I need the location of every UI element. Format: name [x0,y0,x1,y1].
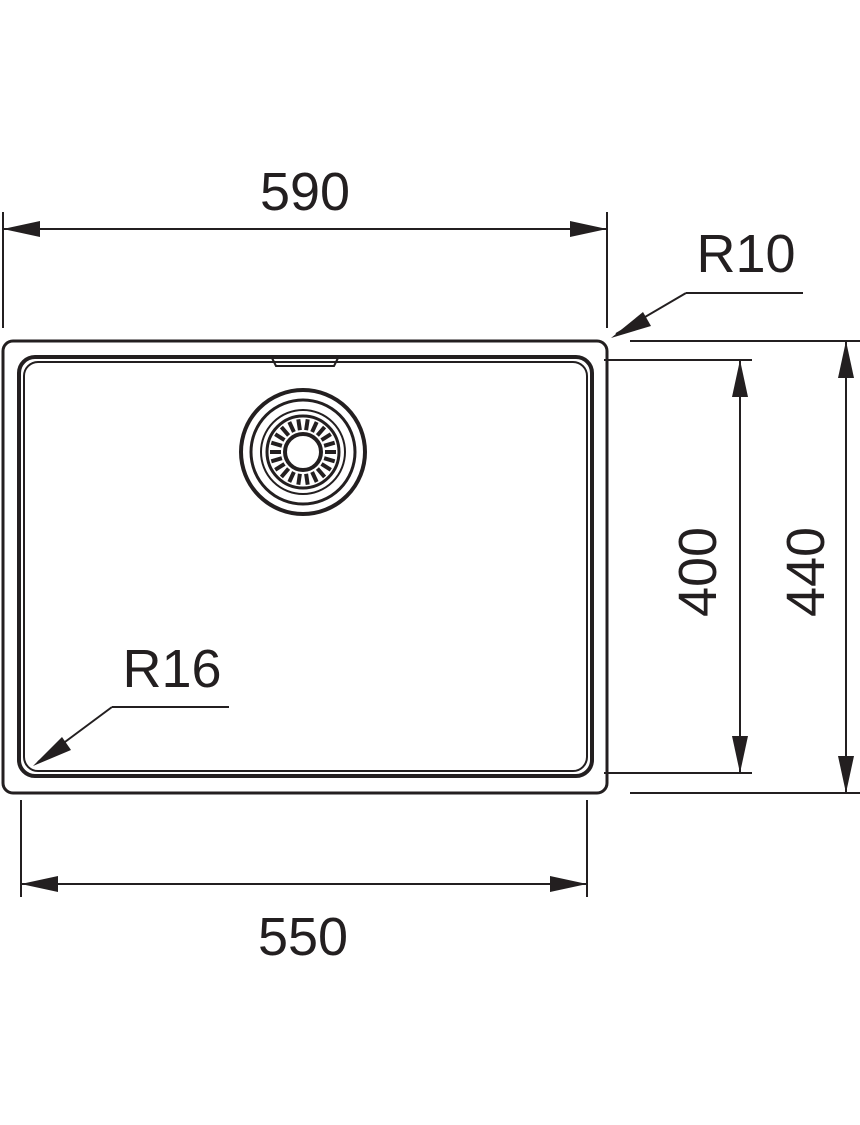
arrowhead-top [838,341,854,378]
bowl-depth-label: 400 [668,527,728,617]
overall-depth-label: 440 [776,527,836,617]
drain-hole [270,456,283,464]
drain-outer-ring [239,388,367,516]
drain-hole [323,440,336,448]
drain-hole [270,440,283,448]
arrowhead-left [3,221,40,237]
drain-hole [310,471,319,483]
leader-arrowhead [611,312,651,338]
drain-hole [315,425,327,437]
sink-outer-rim [1,339,609,795]
drain-hole [320,432,332,442]
drain-hole [320,462,332,472]
inner-radius-callout: R16 [33,639,229,766]
drain-hole [287,421,296,433]
drain-hole [304,473,310,485]
arrowhead-right [570,221,607,237]
arrowhead-left [21,876,58,892]
overall-depth-dimension: 440 [630,340,860,794]
drain-hole [296,473,302,485]
drain-hole [323,456,336,464]
inner-radius-label: R16 [122,639,221,699]
arrowhead-bottom [732,736,748,773]
drain-hole [315,467,327,479]
leader-arrowhead [33,737,71,766]
drain-strainer [239,388,367,516]
sink-bowl-inner-edge [23,361,588,772]
overall-width-label: 590 [260,162,350,222]
drain-hole [287,471,296,483]
drain-ring-2 [249,398,357,506]
drain-center-ring [283,432,323,472]
outer-radius-callout: R10 [611,224,803,338]
arrowhead-top [732,360,748,397]
overflow-slot [271,357,339,367]
bowl-width-label: 550 [258,907,348,967]
drain-hole [279,425,291,437]
arrowhead-right [550,876,587,892]
drain-hole [279,467,291,479]
drain-hole [310,421,319,433]
outer-radius-label: R10 [696,224,795,284]
drain-basket-ring [265,414,341,490]
drain-hole [304,419,310,431]
drain-hole [296,419,302,431]
drain-hole [274,432,286,442]
overall-width-dimension: 590 [2,162,608,328]
sink-bowl-outer-edge [17,355,594,778]
drain-hole [274,462,286,472]
bowl-depth-dimension: 400 [604,359,752,774]
bowl-width-dimension: 550 [20,800,588,967]
arrowhead-bottom [838,756,854,793]
sink-outline [1,339,609,795]
drain-ring-3 [260,409,346,495]
drain-holes [270,419,336,485]
